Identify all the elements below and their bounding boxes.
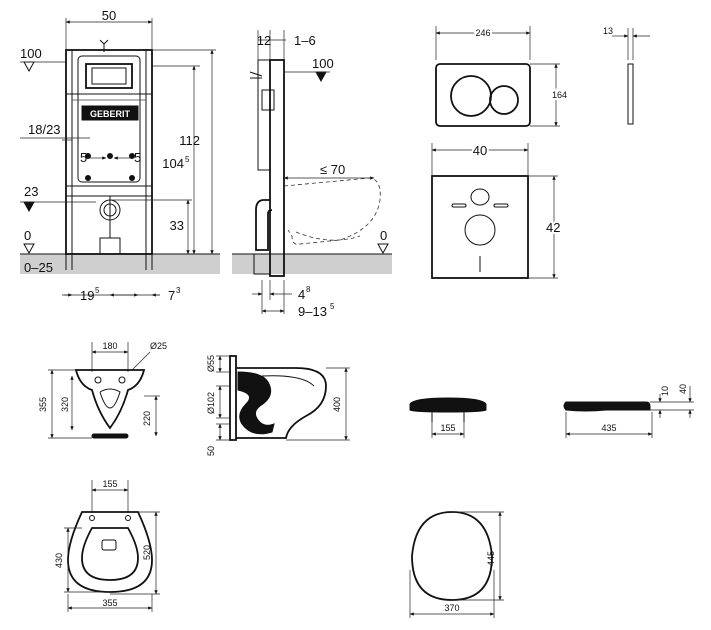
side-dim-le70-label: ≤ 70 (320, 162, 345, 177)
flush-plate-view: 246 164 13 (435, 26, 650, 127)
bowl-front-h220-label: 220 (142, 411, 152, 426)
floor-hatch (20, 254, 220, 274)
level-23-label: 23 (24, 184, 38, 199)
flush-button-large (450, 75, 492, 117)
bowl-side-h400-label: 400 (332, 397, 342, 412)
dim-7-sup: 3 (176, 286, 181, 295)
plate-side-profile (627, 63, 634, 125)
side-dim-4-label: 4 (298, 287, 305, 302)
wall-section (269, 59, 285, 277)
bowl-side-view: Ø55 Ø102 50 400 (206, 355, 350, 456)
offset-18-23-label: 18/23 (28, 122, 61, 137)
height-112-label: 112 (179, 133, 200, 148)
bowl-front-h320-label: 320 (60, 397, 70, 412)
bowl-front-diameter-label: Ø25 (150, 341, 167, 351)
offset-5-right-label: 5 (134, 150, 141, 165)
seat-side-view: 435 10 40 (563, 384, 694, 438)
bowl-top-w155-label: 155 (102, 479, 117, 489)
seat-side-outline (563, 401, 651, 411)
bowl-front-spacing-label: 180 (102, 341, 117, 351)
frame-front-view: 50 GEBERIT 100 18/23 (20, 8, 220, 303)
height-104-sup: 5 (185, 155, 190, 164)
template-width-label: 40 (473, 143, 487, 158)
frame-width-label: 50 (102, 8, 116, 23)
seat-top-h445-label: 445 (486, 551, 496, 566)
bowl-top-w355-label: 355 (102, 598, 117, 608)
brand-plate (81, 105, 139, 121)
bowl-front-outline (74, 369, 146, 430)
bowl-side-h50-label: 50 (206, 446, 216, 456)
height-104-label: 104 (162, 156, 184, 171)
flush-button-small (489, 85, 519, 115)
plate-height-label: 164 (552, 90, 567, 100)
template-height-label: 42 (546, 220, 560, 235)
dim-19-label: 19 (80, 288, 94, 303)
bowl-top-h520-label: 520 (142, 545, 152, 560)
side-level-100-label: 100 (312, 56, 334, 71)
flush-plate (435, 63, 531, 127)
mounting-template-view: 40 42 (431, 141, 562, 279)
dim-19-sup: 5 (95, 286, 100, 295)
bowl-side-d55-label: Ø55 (206, 355, 216, 372)
side-dim-4-sup: 8 (306, 285, 311, 294)
seat-front-w155-label: 155 (440, 423, 455, 433)
seat-top-w370-label: 370 (444, 603, 459, 613)
side-dim-9-13-label: 9–13 (298, 304, 327, 319)
level-100-label: 100 (20, 46, 42, 61)
bowl-top-view: 155 430 520 355 (54, 479, 160, 612)
bowl-front-h355-label: 355 (38, 397, 48, 412)
seat-side-w435-label: 435 (601, 423, 616, 433)
side-dim-9-13-sup: 5 (330, 302, 335, 311)
seat-top-outline (411, 511, 493, 601)
dim-7-label: 7 (168, 288, 175, 303)
range-0-25-label: 0–25 (24, 260, 53, 275)
height-33-label: 33 (170, 218, 184, 233)
level-0-label: 0 (24, 228, 31, 243)
mounting-template (431, 175, 529, 279)
seat-side-h40-label: 40 (678, 384, 688, 394)
bowl-top-h430-label: 430 (54, 553, 64, 568)
seat-front-outline (409, 397, 487, 413)
offset-5-left-label: 5 (80, 150, 87, 165)
seat-top-view: 445 370 (409, 511, 504, 618)
bowl-side-d102-label: Ø102 (206, 392, 216, 414)
bowl-side-outline (236, 367, 327, 439)
side-dim-1-6-label: 1–6 (294, 33, 316, 48)
seat-front-view: 155 (409, 397, 487, 438)
frame-side-view: 12 1–6 100 ≤ 70 0 4 8 9–13 5 (232, 30, 392, 319)
side-dim-12-label: 12 (257, 33, 271, 48)
brand-label: GEBERIT (90, 109, 131, 119)
seat-side-h10-label: 10 (660, 386, 670, 396)
plate-width-label: 246 (475, 28, 490, 38)
plate-depth-label: 13 (603, 26, 613, 36)
bowl-front-view: 180 Ø25 355 320 220 (38, 341, 167, 439)
side-level-0-label: 0 (380, 228, 387, 243)
